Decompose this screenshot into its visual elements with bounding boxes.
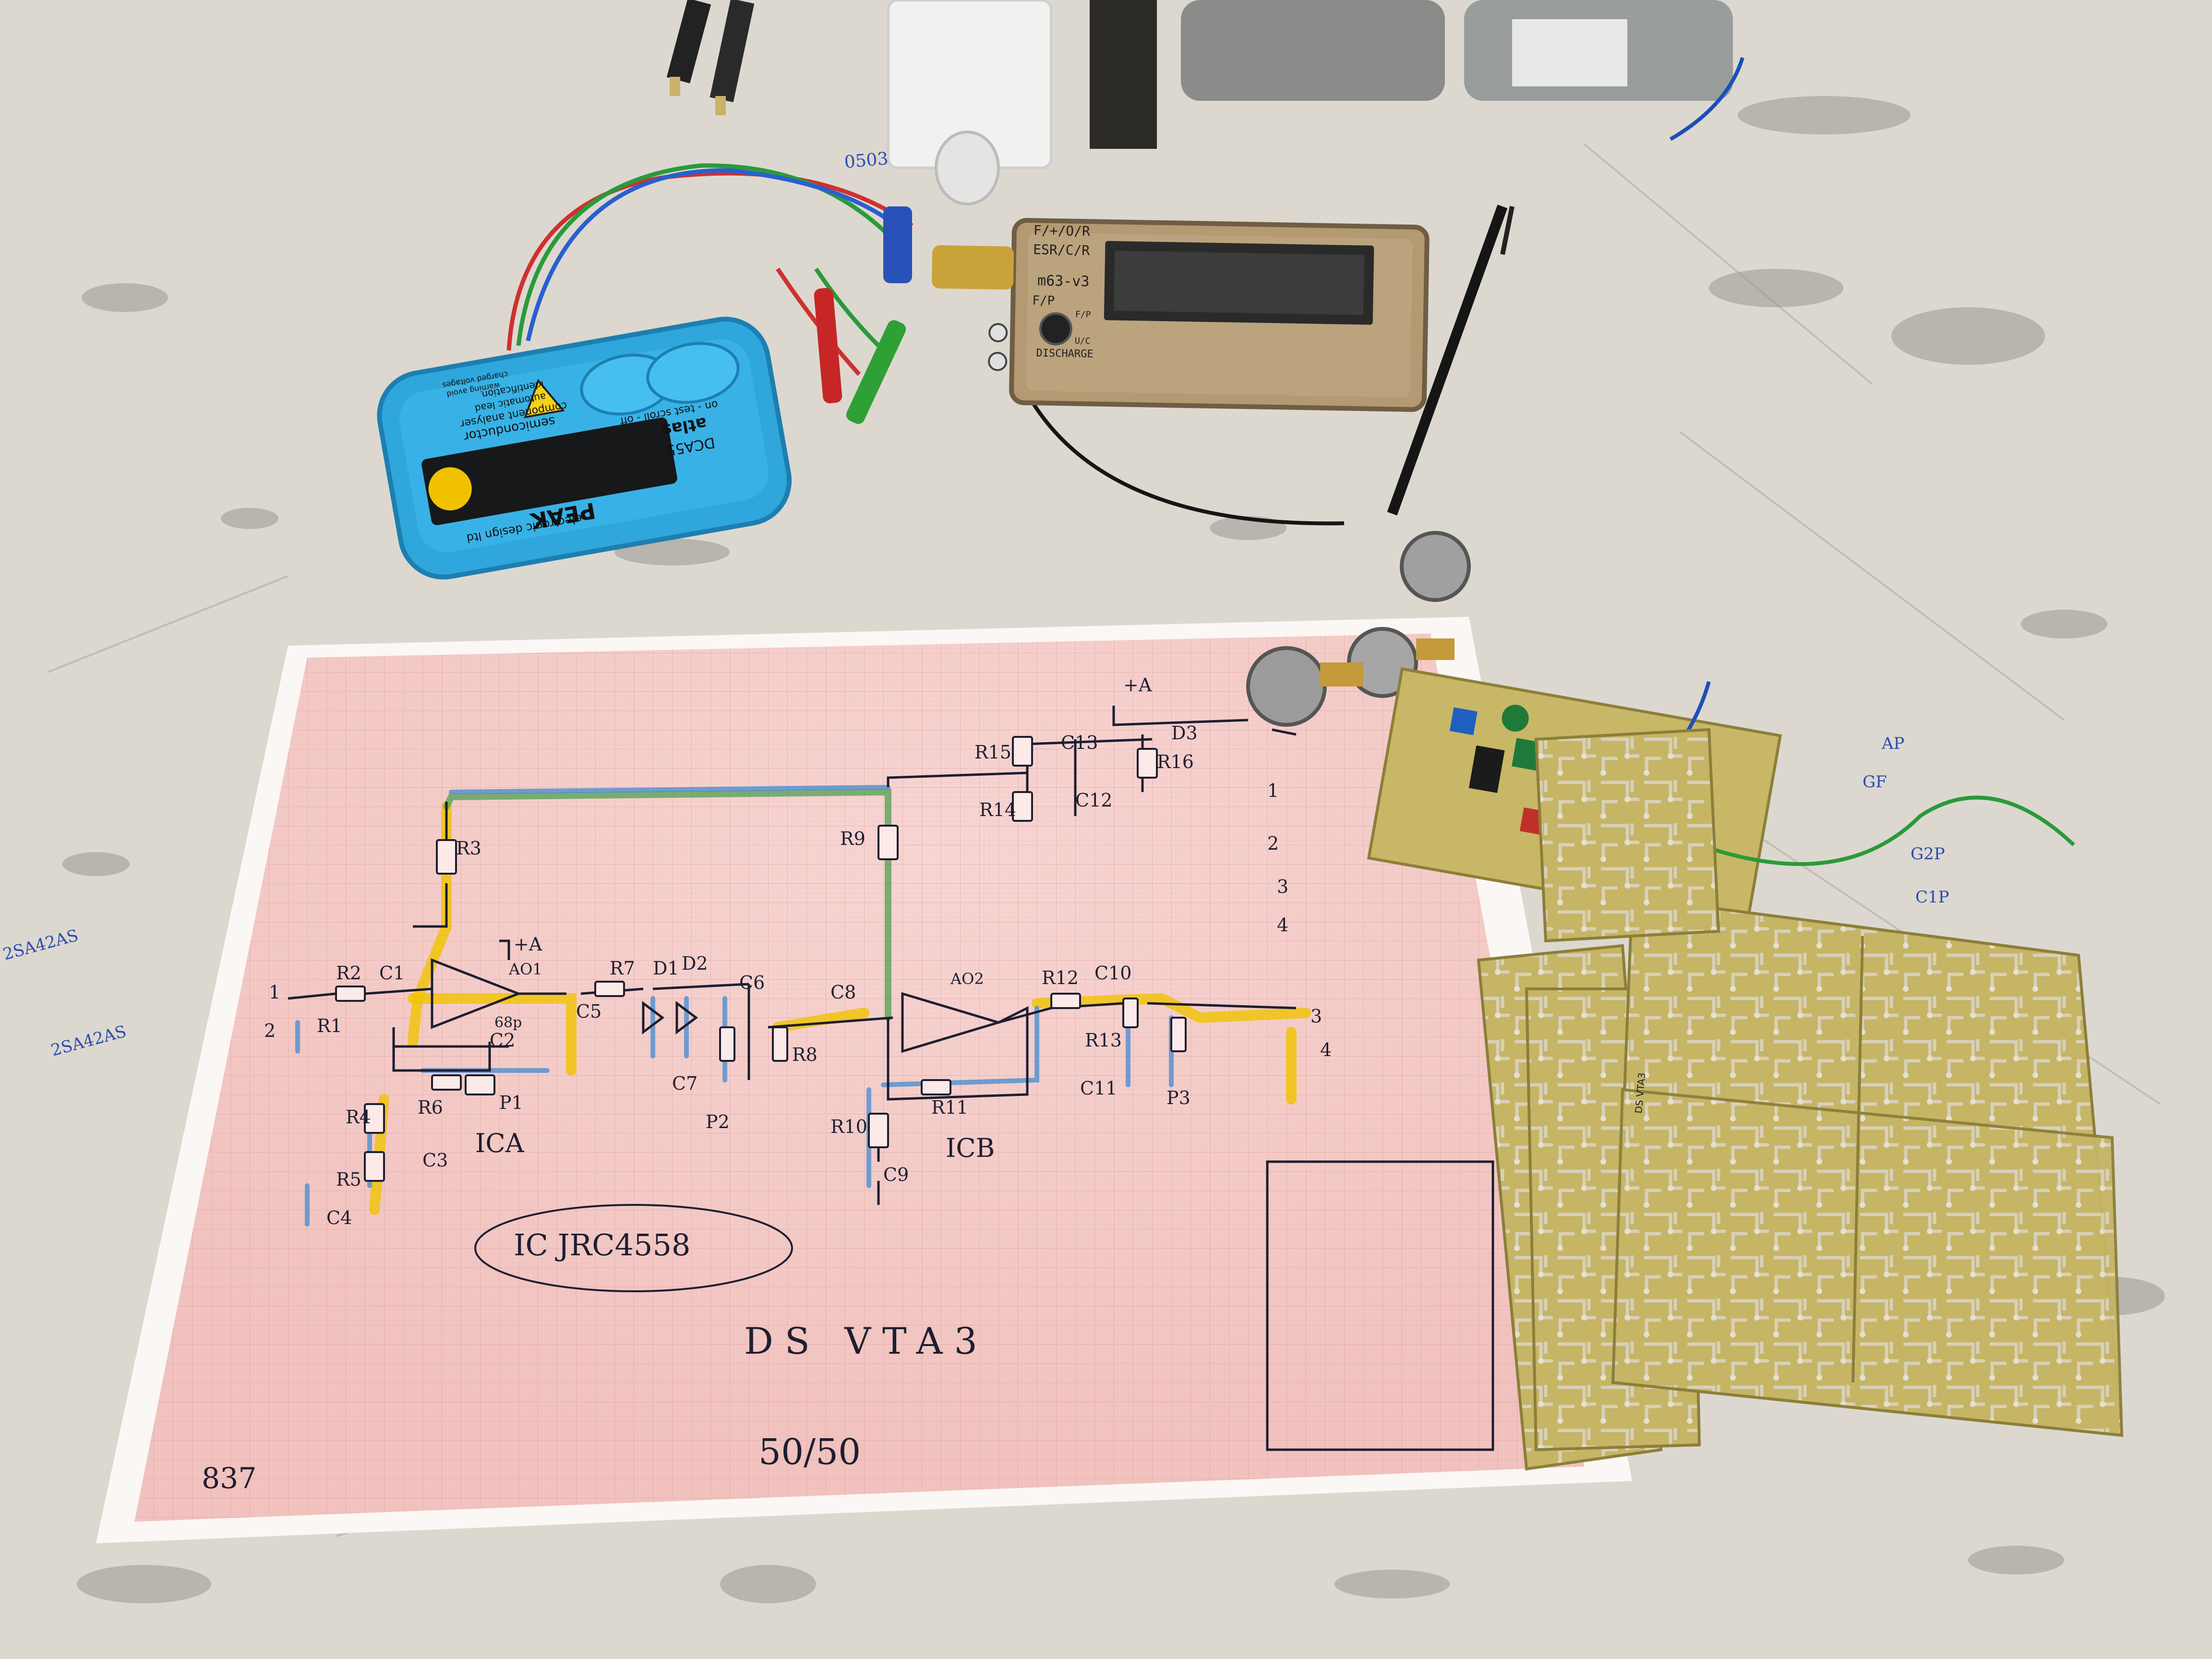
label-cap-value: 68p xyxy=(494,1014,522,1031)
label-d1: D1 xyxy=(653,958,679,979)
meter-label-top: F/+/O/R xyxy=(1034,222,1091,239)
schematic-ic-a: ICA xyxy=(475,1128,525,1158)
schematic-components xyxy=(335,736,1187,1182)
meter-label-esr: ESR/C/R xyxy=(1033,241,1090,258)
peak-logo-icon xyxy=(428,467,472,511)
label-r15: R15 xyxy=(974,742,1011,763)
bench-note-ap: AP xyxy=(1881,734,1904,753)
meter-mode-button[interactable] xyxy=(1039,312,1072,346)
black-block xyxy=(1090,0,1157,149)
label-c8: C8 xyxy=(830,982,856,1003)
meter-label-uc: U/C xyxy=(1075,336,1091,347)
schematic-labels: R1 R2 C1 R3 R4 R5 R6 R7 R8 R9 R10 R11 R1… xyxy=(264,674,1332,1228)
meter-label-discharge: DISCHARGE xyxy=(1036,347,1094,360)
schematic-sheet: R1 R2 C1 R3 R4 R5 R6 R7 R8 R9 R10 R11 R1… xyxy=(96,617,1632,1543)
label-c4: C4 xyxy=(326,1207,352,1228)
label-r2: R2 xyxy=(336,962,361,984)
meter-probe-lead xyxy=(1025,204,1515,526)
meter-jack-1 xyxy=(988,323,1008,343)
ic-label-oval xyxy=(474,1204,793,1292)
label-c5: C5 xyxy=(576,1001,601,1022)
label-opamp1: AO1 xyxy=(508,960,542,978)
white-plug-adapter xyxy=(887,0,1053,205)
esr-meter: F/+/O/R ESR/C/R m63-v3 F/P F/P U/C DISCH… xyxy=(932,218,1430,412)
schematic-page-number: 837 xyxy=(202,1462,257,1495)
label-r12: R12 xyxy=(1042,967,1079,988)
label-pin-1: 1 xyxy=(269,982,280,1003)
test-clips xyxy=(814,206,912,424)
label-c11: C11 xyxy=(1080,1078,1117,1099)
label-r4: R4 xyxy=(346,1106,371,1128)
label-pinout-1: 1 xyxy=(1267,780,1279,801)
label-r13: R13 xyxy=(1085,1030,1122,1051)
label-c9: C9 xyxy=(883,1164,909,1185)
meter-label-fp-small: F/P xyxy=(1075,310,1091,320)
test-button[interactable] xyxy=(643,337,743,409)
meter-label-model: m63-v3 xyxy=(1037,272,1090,290)
label-c1: C1 xyxy=(379,962,405,984)
label-opamp2: AO2 xyxy=(950,970,984,988)
label-p2: P2 xyxy=(706,1111,730,1132)
label-r9: R9 xyxy=(840,828,866,849)
bench-note-c1p: C1P xyxy=(1915,888,1949,907)
label-r5: R5 xyxy=(336,1169,361,1190)
meter-jack-2 xyxy=(988,352,1008,372)
analyzer-lcd xyxy=(421,417,677,526)
rca-cable-plugs xyxy=(666,0,755,115)
analyzer-test-leads xyxy=(506,163,914,376)
label-r8: R8 xyxy=(792,1044,817,1065)
label-supply-1: +A xyxy=(514,934,542,955)
label-c6: C6 xyxy=(739,972,765,993)
meter-connector xyxy=(932,245,1014,290)
label-pinout-4: 4 xyxy=(1277,914,1288,936)
label-r3: R3 xyxy=(456,838,481,859)
label-d3: D3 xyxy=(1171,722,1198,744)
schematic-ratio: 50/50 xyxy=(758,1431,861,1473)
label-pin-4: 4 xyxy=(1320,1039,1332,1060)
schematic-ic-b: ICB xyxy=(946,1133,995,1163)
bench-note-g2p: G2P xyxy=(1911,844,1945,864)
label-r7: R7 xyxy=(610,958,635,979)
label-c10: C10 xyxy=(1094,962,1131,984)
label-c12: C12 xyxy=(1075,790,1112,811)
label-r11: R11 xyxy=(931,1097,968,1118)
label-p3: P3 xyxy=(1166,1087,1190,1108)
label-c3: C3 xyxy=(422,1150,448,1171)
label-r6: R6 xyxy=(418,1097,443,1118)
schematic-wiring xyxy=(288,706,1297,1205)
peak-atlas-analyzer: PEAK electronic design ltd atlas DCA55 s… xyxy=(377,316,792,580)
label-r1: R1 xyxy=(317,1015,342,1036)
bench-note-gf: GF xyxy=(1863,772,1887,792)
label-supply-2: +A xyxy=(1123,674,1152,696)
label-r10: R10 xyxy=(830,1116,867,1137)
lightning-warning-icon xyxy=(524,379,565,419)
label-pinout-2: 2 xyxy=(1267,833,1279,854)
label-pin-2: 2 xyxy=(264,1020,276,1041)
bench-note-0503: 0503 xyxy=(843,149,889,172)
bare-pcb-stack xyxy=(1477,728,2124,1471)
label-d2: D2 xyxy=(682,953,708,974)
label-p1: P1 xyxy=(499,1092,523,1113)
label-r16: R16 xyxy=(1157,751,1194,772)
schematic-ic-label: IC JRC4558 xyxy=(514,1227,690,1262)
label-c13: C13 xyxy=(1061,732,1098,753)
label-c2: C2 xyxy=(490,1030,515,1051)
label-r14: R14 xyxy=(979,799,1016,820)
pinout-box xyxy=(1266,1160,1494,1451)
schematic-title: DS VTA3 xyxy=(744,1320,989,1362)
meter-label-fp: F/P xyxy=(1032,293,1055,308)
label-pinout-3: 3 xyxy=(1277,876,1288,897)
label-pin-3: 3 xyxy=(1310,1006,1322,1027)
parts-jars xyxy=(1181,0,1744,141)
label-c7: C7 xyxy=(672,1073,697,1094)
